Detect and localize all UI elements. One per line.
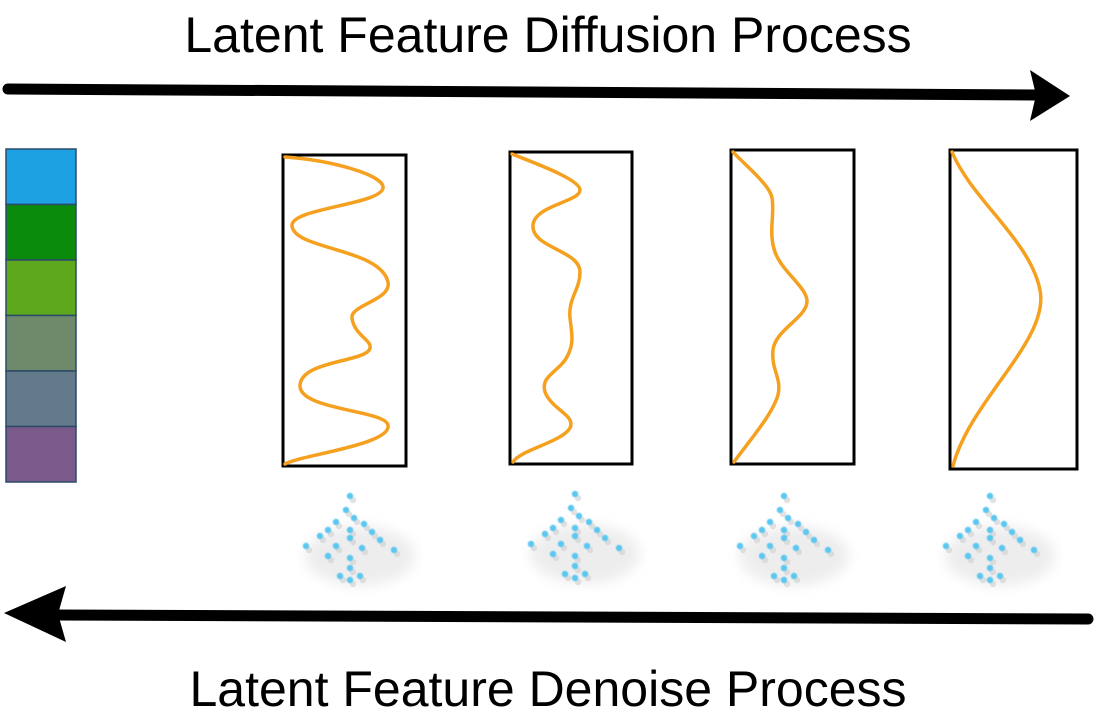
point-cloud-group xyxy=(302,490,1055,588)
distribution-curve xyxy=(283,155,390,466)
distribution-curve xyxy=(950,150,1043,468)
point-cloud-icon xyxy=(736,492,849,588)
feature-vector-swatches xyxy=(5,148,77,483)
diffusion-process-title: Latent Feature Diffusion Process xyxy=(184,7,912,63)
point-cloud-icon xyxy=(302,492,415,588)
point-cloud-icon xyxy=(942,492,1055,588)
left-arrow-icon xyxy=(4,586,1094,642)
stage-box-4 xyxy=(948,148,1079,471)
feature-swatch xyxy=(5,370,77,428)
stage-box-2 xyxy=(508,150,634,466)
stage-box-3 xyxy=(729,148,856,466)
feature-swatch xyxy=(5,203,77,261)
feature-swatch xyxy=(5,148,77,206)
point-cloud-icon xyxy=(527,490,640,586)
feature-swatch xyxy=(5,314,77,372)
distribution-curve xyxy=(510,152,582,464)
right-arrow-icon xyxy=(2,70,1070,121)
feature-swatch xyxy=(5,425,77,483)
feature-swatch xyxy=(5,259,77,317)
distribution-curve xyxy=(731,150,809,464)
denoise-process-title: Latent Feature Denoise Process xyxy=(189,661,907,717)
stage-box-1 xyxy=(281,153,408,468)
